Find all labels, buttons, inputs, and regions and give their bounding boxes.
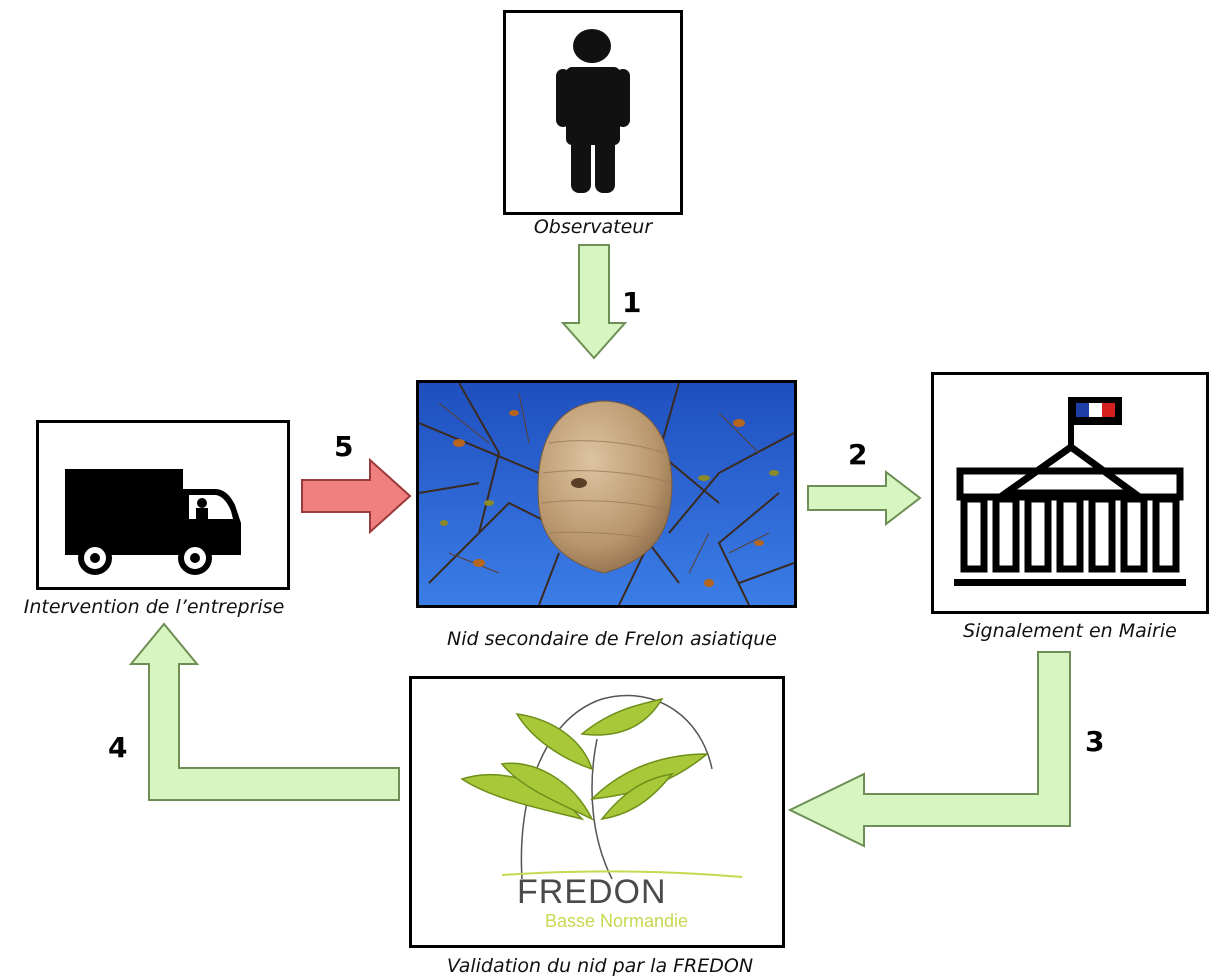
mairie-caption: Signalement en Mairie <box>963 620 1177 642</box>
nest-photo-box <box>416 380 797 608</box>
fredon-logo-text: FREDON <box>517 873 667 911</box>
fredon-caption: Validation du nid par la FREDON <box>446 955 754 977</box>
step-number-2: 2 <box>848 438 868 471</box>
fredon-box: FREDON Basse Normandie <box>409 676 785 948</box>
fredon-logo-subtext: Basse Normandie <box>545 911 689 931</box>
step-number-1: 1 <box>622 286 642 319</box>
truck-icon <box>65 469 241 575</box>
step-number-5: 5 <box>334 430 354 463</box>
arrow-step-1 <box>560 244 628 360</box>
observer-box <box>503 10 683 215</box>
arrow-step-5 <box>301 457 412 535</box>
fredon-logo <box>460 694 743 880</box>
step-number-4: 4 <box>108 731 128 764</box>
town-hall-icon <box>954 397 1186 586</box>
mairie-box <box>931 372 1209 614</box>
company-caption: Intervention de l’entreprise <box>23 596 285 618</box>
arrow-step-2 <box>807 469 922 527</box>
person-icon <box>556 29 630 193</box>
nest-caption: Nid secondaire de Frelon asiatique <box>446 628 777 650</box>
hornet-nest-photo <box>419 383 794 605</box>
arrow-step-3 <box>787 651 1071 848</box>
company-box <box>36 420 290 590</box>
observer-caption: Observateur <box>533 216 653 238</box>
step-number-3: 3 <box>1085 725 1105 758</box>
arrow-step-4 <box>128 622 400 801</box>
